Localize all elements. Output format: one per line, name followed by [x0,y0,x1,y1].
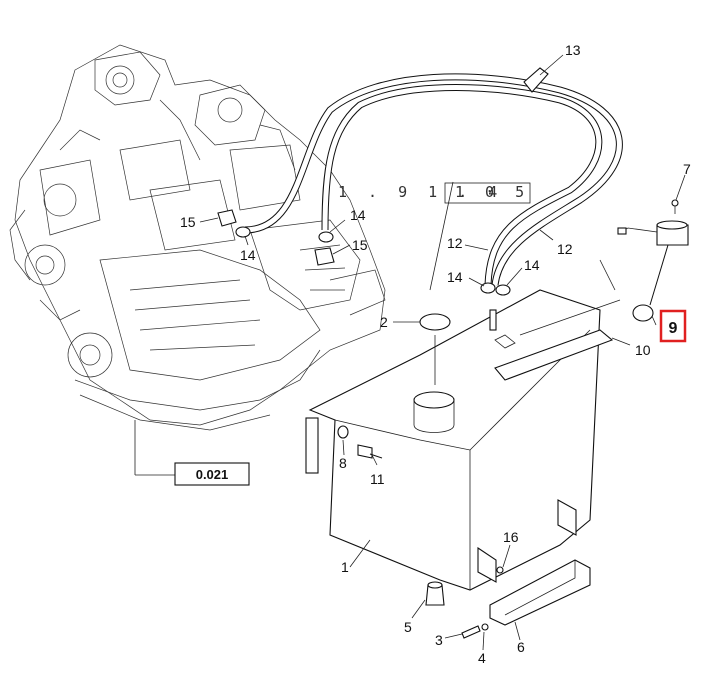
clamp-14d [495,284,511,296]
callout-10: 10 [635,342,651,358]
section-reference: 1 . 9 1 . 4 1 0 5 [338,181,531,291]
callout-14b: 14 [240,247,256,263]
tank-bracket-left [305,417,319,474]
section-ref-left: 1 . 9 1 . 4 [338,183,503,201]
callout-15a: 15 [180,214,196,230]
washer-8 [337,425,349,439]
callout-15b: 15 [352,237,368,253]
callout-4: 4 [478,650,486,666]
fitting-15a [217,209,237,227]
clamp-14c [480,282,496,294]
section-ref-box [444,182,531,204]
leader-lines [199,54,686,651]
engine-ref-box [174,462,250,486]
callout-3: 3 [435,632,443,648]
tank-strap-10 [494,329,614,381]
highlight-box-9[interactable] [659,309,687,343]
sender-float [632,304,654,322]
callout-13: 13 [565,42,581,58]
callout-11: 11 [370,471,385,487]
fuel-tank [305,259,621,591]
hose-fittings [217,209,511,296]
callout-14c: 14 [447,269,463,285]
callout-12a: 12 [447,235,463,251]
callout-7: 7 [683,161,691,177]
washer-4 [481,623,489,631]
engine-ref-label: 0.021 [196,467,229,482]
callout-5: 5 [404,619,412,635]
callout-labels: 1 2 3 4 5 6 7 8 10 11 12 12 13 14 14 14 … [180,42,691,666]
section-ref-right: 1 0 5 [455,183,530,201]
callout-14d: 14 [524,257,540,273]
callout-14a: 14 [350,207,366,223]
filler-cap [419,313,451,331]
filler-neck [413,391,455,409]
clamp-14b [235,226,251,238]
callout-1: 1 [341,559,349,575]
tank-support [489,559,591,626]
callout-2: 2 [380,314,388,330]
bolt-3 [461,625,481,639]
hardware [337,425,504,639]
callout-8: 8 [339,455,347,471]
fuel-level-sender [617,199,689,322]
nut-16 [496,566,504,574]
engine-assembly [9,44,386,431]
callout-9[interactable]: 9 [669,320,678,337]
clamp-14a [318,231,334,243]
fitting-15b [314,247,335,266]
callout-16: 16 [503,529,519,545]
engine-reference: 0.021 [134,420,250,486]
callout-6: 6 [517,639,525,655]
callout-12b: 12 [557,241,573,257]
hose-clip [523,67,549,93]
fuel-hoses [244,67,623,286]
screw-7 [671,199,679,207]
bolt-11 [357,444,373,459]
